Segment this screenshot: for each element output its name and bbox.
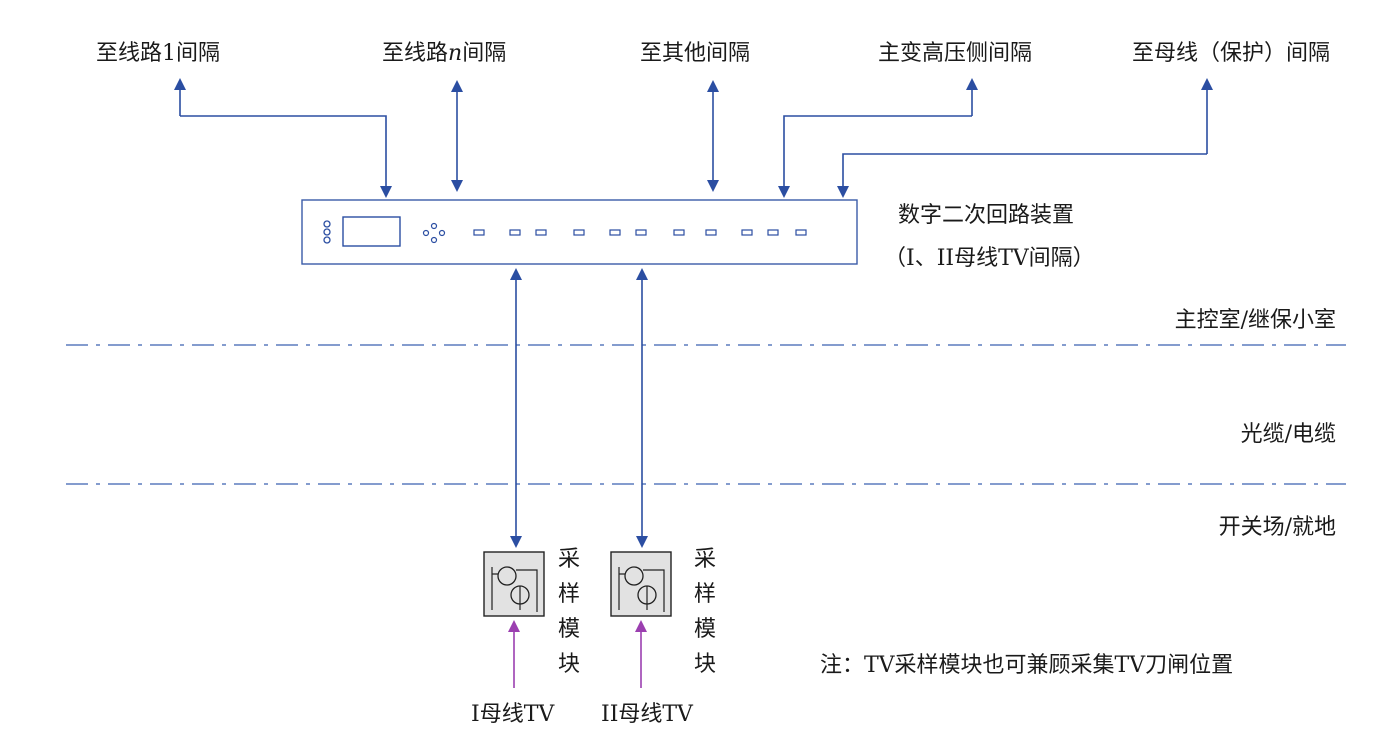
module-2-label: 采样模块: [694, 547, 716, 677]
port-icon: [767, 229, 779, 236]
device-subtitle: （I、II母线TV间隔）: [884, 246, 1095, 271]
label-to-line-n-prefix: 至线路: [382, 41, 448, 66]
sampling-module-2: [610, 551, 672, 617]
sampling-module-1: [483, 551, 545, 617]
module-1-label: 采样模块: [558, 547, 580, 677]
connector-line-1: [180, 115, 392, 198]
connector-busbar-protection: [837, 153, 1207, 198]
indicator-light-icon: [323, 228, 331, 236]
device-name: 数字二次回路装置: [898, 203, 1074, 228]
zone-cable: 光缆/电缆: [1241, 422, 1336, 447]
port-icon: [635, 229, 647, 236]
port-icon: [535, 229, 547, 236]
module-body: [610, 551, 672, 617]
port-icon: [473, 229, 485, 236]
note-text: 注：TV采样模块也可兼顾采集TV刀闸位置: [820, 653, 1233, 678]
transformer-icon: [618, 566, 665, 612]
label-to-line-1: 至线路1间隔: [96, 41, 220, 66]
keypad-icon: [422, 222, 446, 244]
port-icon: [573, 229, 585, 236]
source-label-1: I母线TV: [471, 702, 555, 727]
digital-secondary-circuit-device: [301, 199, 858, 265]
zone-control-room: 主控室/继保小室: [1175, 308, 1336, 333]
indicator-light-icon: [323, 220, 331, 228]
source-label-2: II母线TV: [601, 702, 694, 727]
label-to-other: 至其他间隔: [640, 41, 750, 66]
port-icon: [741, 229, 753, 236]
label-to-busbar-protection: 至母线（保护）间隔: [1132, 41, 1330, 66]
port-icon: [609, 229, 621, 236]
port-icon: [673, 229, 685, 236]
module-body: [483, 551, 545, 617]
transformer-icon: [491, 566, 538, 612]
port-icon: [509, 229, 521, 236]
port-icon: [795, 229, 807, 236]
indicator-light-icon: [323, 236, 331, 244]
label-to-line-n-suffix: 间隔: [462, 41, 506, 66]
label-to-line-n-var: n: [448, 41, 462, 66]
port-icon: [705, 229, 717, 236]
zone-switchyard: 开关场/就地: [1219, 515, 1336, 540]
label-to-line-n: 至线路n间隔: [382, 41, 506, 66]
device-display-screen: [342, 216, 401, 247]
label-main-transformer: 主变高压侧间隔: [878, 41, 1032, 66]
connector-main-transformer: [778, 115, 972, 198]
